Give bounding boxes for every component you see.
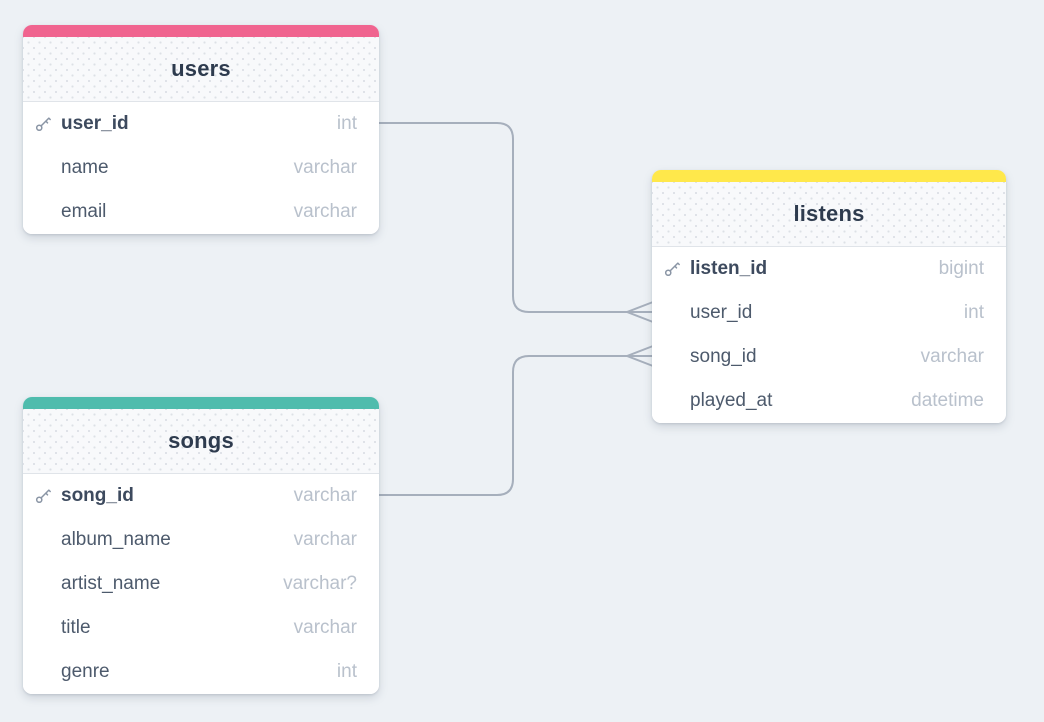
field-row-artist-name[interactable]: artist_name varchar?	[23, 562, 379, 606]
table-listens-header[interactable]: listens	[652, 182, 1006, 247]
field-type: varchar	[293, 157, 357, 178]
field-type: datetime	[911, 390, 984, 411]
field-name: genre	[61, 661, 110, 682]
field-name: user_id	[61, 113, 129, 134]
field-name: album_name	[61, 529, 171, 550]
relationship-songs-listens[interactable]	[378, 345, 654, 496]
crows-foot-icon	[626, 301, 654, 323]
primary-key-icon	[33, 486, 53, 506]
field-row-user-id[interactable]: user_id int	[23, 102, 379, 146]
field-type: varchar	[293, 529, 357, 550]
primary-key-icon	[33, 114, 53, 134]
field-name: listen_id	[690, 258, 768, 279]
field-type: varchar	[293, 201, 357, 222]
table-users-header[interactable]: users	[23, 37, 379, 102]
table-songs-fields: song_id varchar album_name varchar artis…	[23, 474, 379, 694]
field-name: artist_name	[61, 573, 161, 594]
field-type: int	[336, 113, 357, 134]
field-row-song-id[interactable]: song_id varchar	[652, 335, 1006, 379]
table-songs-accent-bar	[23, 397, 379, 409]
field-row-email[interactable]: email varchar	[23, 190, 379, 234]
primary-key-icon	[662, 259, 682, 279]
field-row-genre[interactable]: genre int	[23, 650, 379, 694]
table-title: listens	[793, 201, 865, 226]
field-type: varchar	[293, 617, 357, 638]
field-type: varchar?	[283, 573, 357, 594]
table-listens[interactable]: listens listen_id bigint user_id int	[652, 170, 1006, 423]
field-name: played_at	[690, 390, 773, 411]
field-row-title[interactable]: title varchar	[23, 606, 379, 650]
field-name: name	[61, 157, 109, 178]
table-listens-accent-bar	[652, 170, 1006, 182]
crows-foot-icon	[626, 345, 654, 367]
field-row-listen-id[interactable]: listen_id bigint	[652, 247, 1006, 291]
relationship-users-listens[interactable]	[378, 122, 654, 323]
table-listens-fields: listen_id bigint user_id int song_id var…	[652, 247, 1006, 423]
table-songs[interactable]: songs song_id varchar album_name varchar	[23, 397, 379, 694]
field-row-song-id[interactable]: song_id varchar	[23, 474, 379, 518]
field-type: varchar	[920, 346, 984, 367]
table-songs-header[interactable]: songs	[23, 409, 379, 474]
field-name: title	[61, 617, 91, 638]
relationship-line	[378, 355, 653, 496]
field-name: user_id	[690, 302, 753, 323]
relationship-line	[378, 122, 653, 313]
field-type: int	[336, 661, 357, 682]
field-row-name[interactable]: name varchar	[23, 146, 379, 190]
field-row-user-id[interactable]: user_id int	[652, 291, 1006, 335]
field-name: email	[61, 201, 107, 222]
field-type: varchar	[293, 485, 357, 506]
field-type: bigint	[938, 258, 984, 279]
field-name: song_id	[61, 485, 134, 506]
field-row-played-at[interactable]: played_at datetime	[652, 379, 1006, 423]
table-users-fields: user_id int name varchar email varchar	[23, 102, 379, 234]
table-title: songs	[168, 428, 234, 453]
table-users-accent-bar	[23, 25, 379, 37]
table-users[interactable]: users user_id int name varchar	[23, 25, 379, 234]
field-row-album-name[interactable]: album_name varchar	[23, 518, 379, 562]
table-title: users	[171, 56, 231, 81]
field-type: int	[963, 302, 984, 323]
field-name: song_id	[690, 346, 757, 367]
